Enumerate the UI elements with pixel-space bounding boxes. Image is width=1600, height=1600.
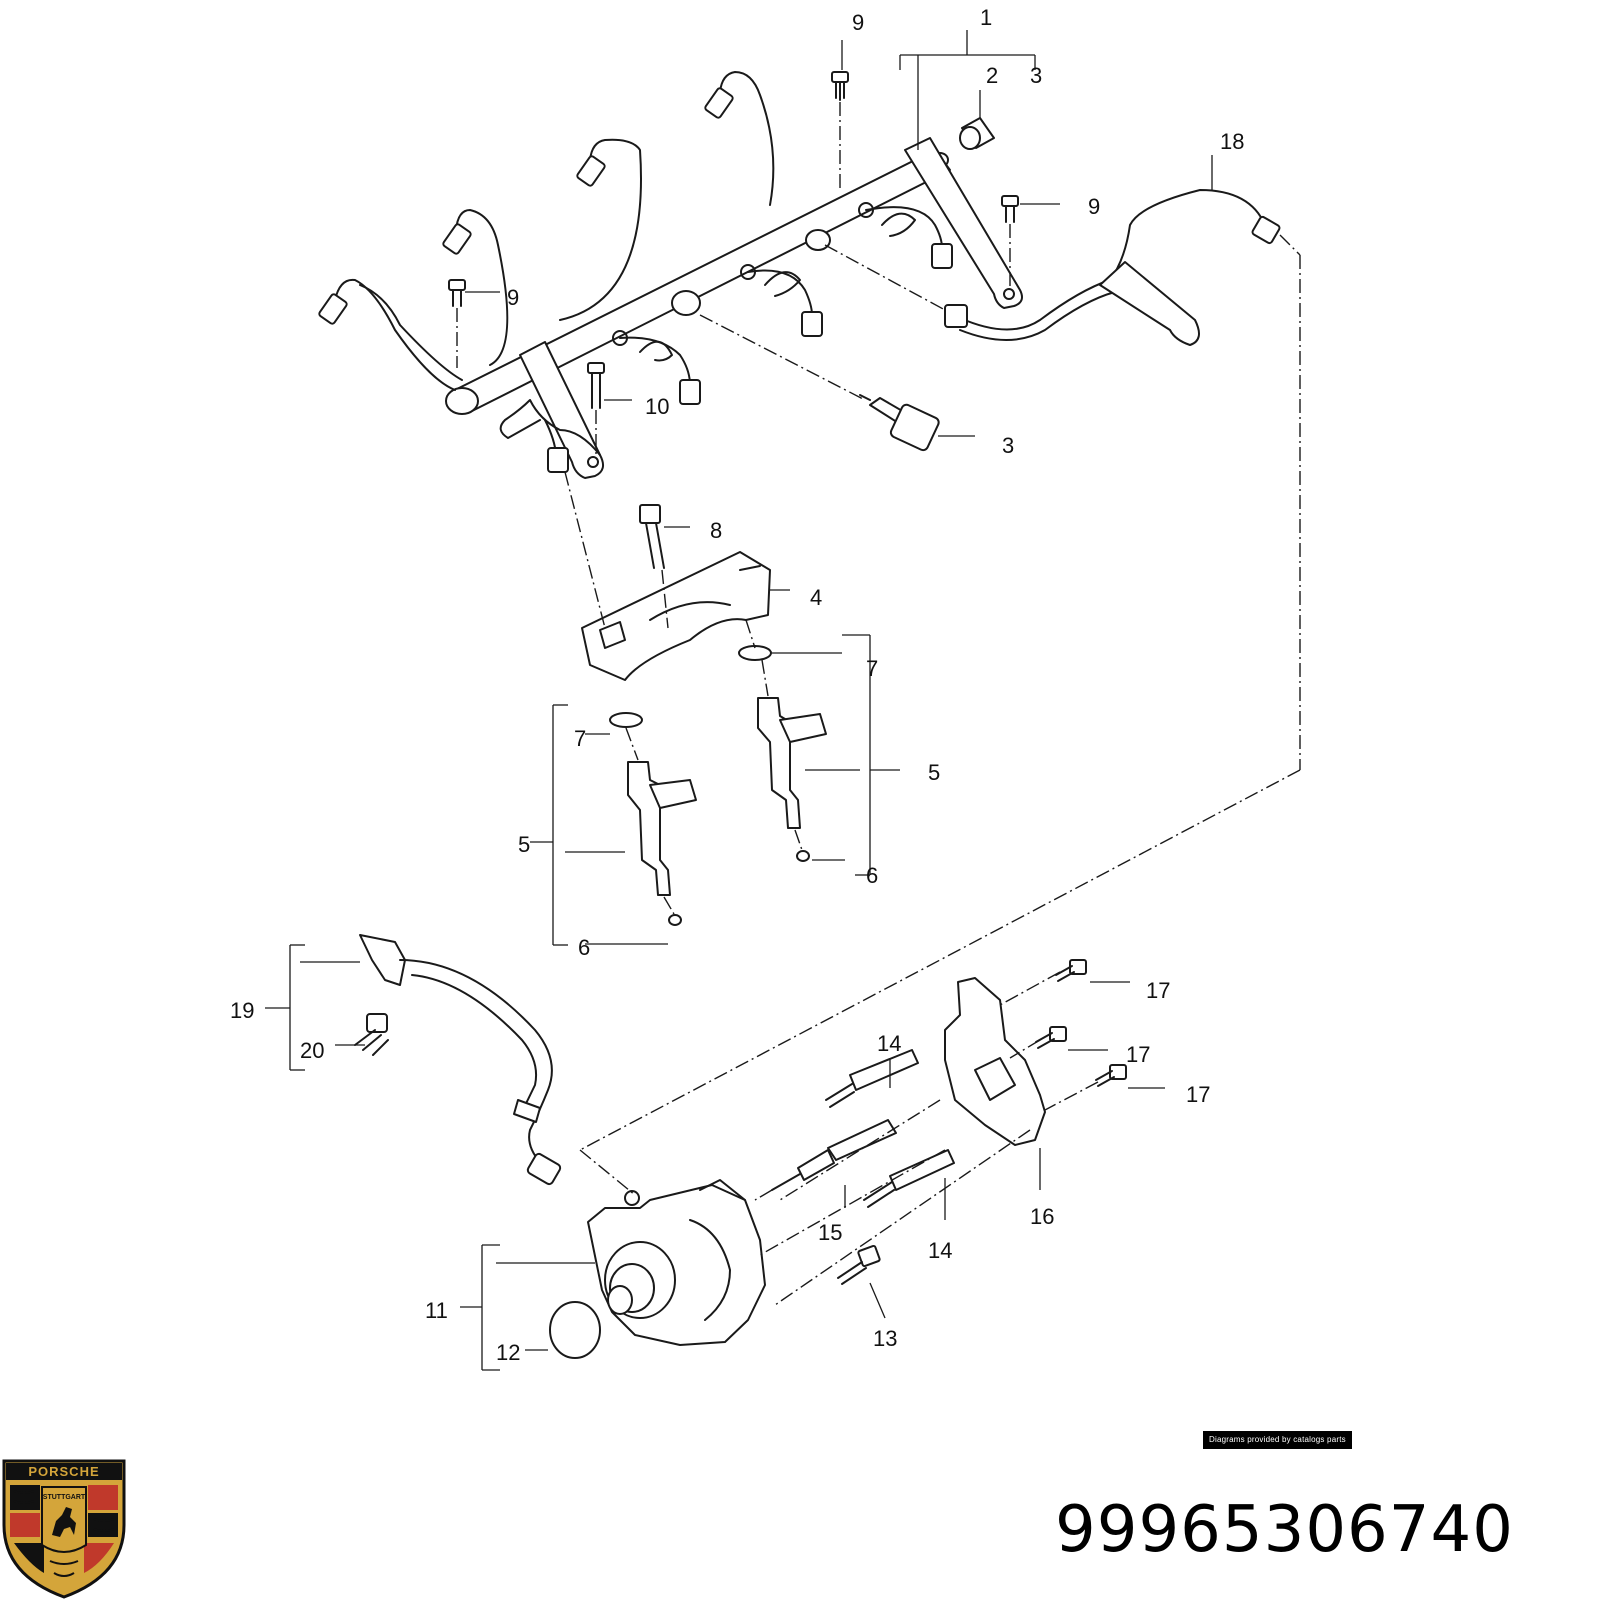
callout-9-left: 9 xyxy=(507,285,520,310)
assembly-lines xyxy=(456,102,1301,1306)
part-13-bolt xyxy=(837,1244,881,1285)
part-5-injector-right xyxy=(757,697,827,829)
callout-14-upper: 14 xyxy=(877,1031,902,1056)
part-20-sensor xyxy=(354,1013,389,1056)
callout-8: 8 xyxy=(710,518,723,543)
part-14-stud-lower xyxy=(863,1149,955,1208)
part-17-bolts xyxy=(1035,959,1127,1087)
part-3-sensor xyxy=(859,394,940,452)
injection-lines-left xyxy=(318,71,775,473)
part-12-o-ring xyxy=(549,1301,601,1359)
callout-15: 15 xyxy=(818,1220,843,1245)
callout-9-right: 9 xyxy=(1088,194,1101,219)
bolts-9-10 xyxy=(448,71,1019,409)
callout-5-right: 5 xyxy=(928,760,941,785)
injection-lines-right xyxy=(619,206,953,405)
callout-10: 10 xyxy=(645,394,670,419)
callout-17-bottom: 17 xyxy=(1186,1082,1211,1107)
part-15-pushrod xyxy=(771,1119,897,1191)
part-6-seal-right xyxy=(796,850,810,862)
callout-17-top: 17 xyxy=(1146,978,1171,1003)
part-8-bolt xyxy=(639,504,665,569)
fuel-rail xyxy=(445,137,1023,479)
callout-16: 16 xyxy=(1030,1204,1055,1229)
part-6-seal-left xyxy=(668,914,682,926)
part-7-seal-left xyxy=(609,712,643,728)
callout-6-left: 6 xyxy=(578,935,591,960)
callout-7-right: 7 xyxy=(866,656,879,681)
callout-7-left: 7 xyxy=(574,726,587,751)
callout-19: 19 xyxy=(230,998,255,1023)
part-16-cover xyxy=(944,977,1046,1146)
leader-lines xyxy=(265,30,1213,1371)
svg-text:PORSCHE: PORSCHE xyxy=(28,1464,99,1479)
svg-text:STUTTGART: STUTTGART xyxy=(43,1494,86,1501)
part-14-stud-upper xyxy=(825,1049,919,1108)
callout-13: 13 xyxy=(873,1326,898,1351)
part-11-pump xyxy=(587,1179,766,1346)
callout-9-top: 9 xyxy=(852,10,865,35)
part-2-cap xyxy=(959,117,995,150)
part-5-injector-left xyxy=(627,761,697,896)
porsche-crest-logo: PORSCHE STUTTGART xyxy=(2,1459,126,1599)
callout-6-right: 6 xyxy=(866,863,879,888)
diagram-credit-label: Diagrams provided by catalogs parts xyxy=(1203,1431,1352,1449)
callout-1: 1 xyxy=(980,5,993,30)
callout-11: 11 xyxy=(425,1298,448,1323)
callout-14-lower: 14 xyxy=(928,1238,953,1263)
callout-2: 2 xyxy=(986,63,999,88)
part-18-return-line xyxy=(944,189,1281,346)
callout-3-top: 3 xyxy=(1030,63,1043,88)
callout-20: 20 xyxy=(300,1038,325,1063)
callout-4: 4 xyxy=(810,585,823,610)
callout-12: 12 xyxy=(496,1340,521,1365)
part-number: 99965306740 xyxy=(1055,1493,1514,1567)
part-4-clamp xyxy=(581,551,771,681)
part-7-seal-right xyxy=(738,645,772,661)
callout-18: 18 xyxy=(1220,129,1245,154)
callout-17-middle: 17 xyxy=(1126,1042,1151,1067)
callout-5-left: 5 xyxy=(518,832,531,857)
part-19-hp-line xyxy=(359,934,562,1186)
callout-3-sensor: 3 xyxy=(1002,433,1015,458)
